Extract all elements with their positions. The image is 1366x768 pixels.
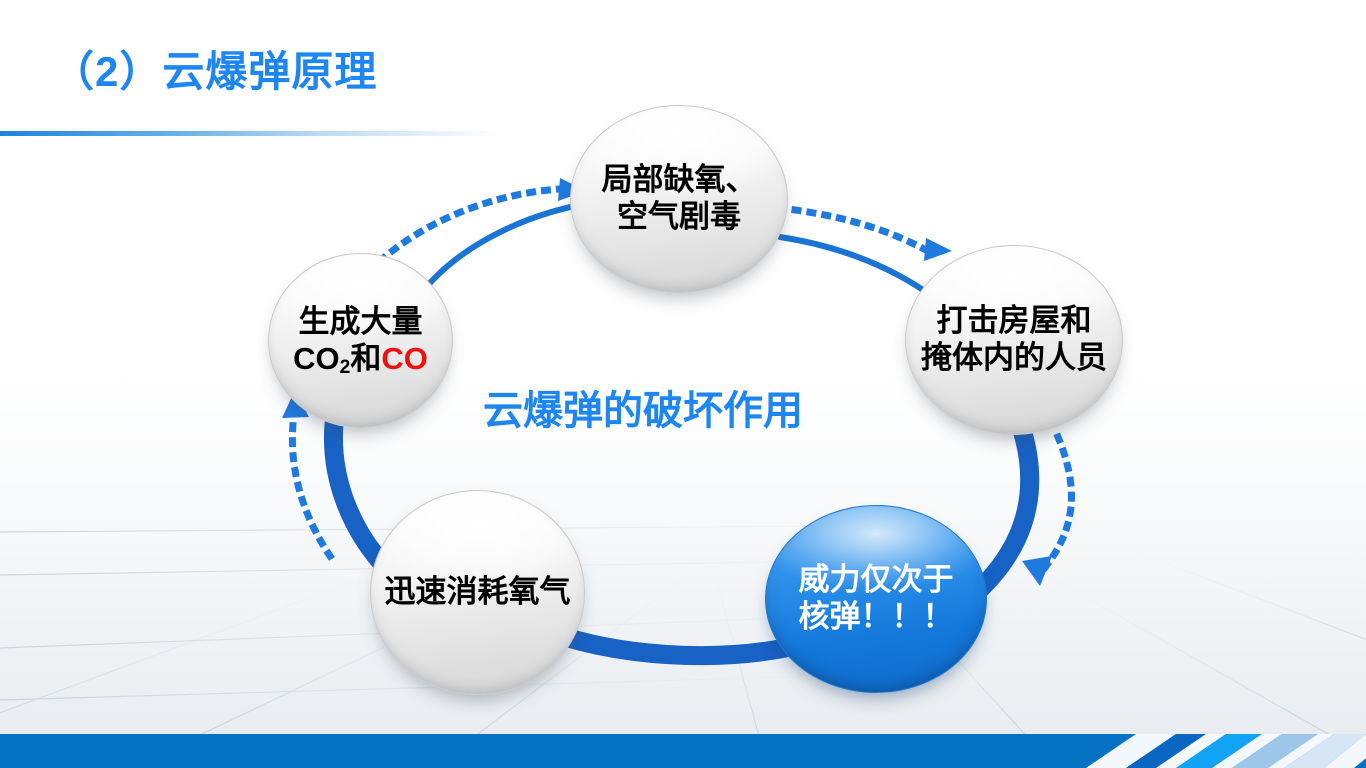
node-bottom-left[interactable]: 迅速消耗氧气 [370,490,585,695]
node-bottom-left-label: 迅速消耗氧气 [384,574,571,610]
arrow-left-to-top [365,185,564,275]
node-top[interactable]: 局部缺氧、空气剧毒 [570,105,788,293]
co-highlight: CO [381,340,428,376]
node-top-label: 局部缺氧、空气剧毒 [601,162,757,234]
arrow-top-to-right [791,206,931,255]
arrow-bottomleft-to-left [288,420,335,561]
title-divider [0,131,500,136]
node-bottom-right-label: 威力仅次于核弹！！！ [798,562,954,634]
node-right[interactable]: 打击房屋和掩体内的人员 [905,245,1123,435]
arrow-right-to-bottomright [1038,432,1075,575]
node-right-label: 打击房屋和掩体内的人员 [921,303,1107,375]
footer-stripes [1086,734,1366,768]
diagram-center-label: 云爆弹的破坏作用 [483,389,803,433]
node-bottom-right[interactable]: 威力仅次于核弹！！！ [765,505,987,693]
page-title: （2）云爆弹原理 [52,48,378,95]
flow-arrows [288,185,1075,575]
